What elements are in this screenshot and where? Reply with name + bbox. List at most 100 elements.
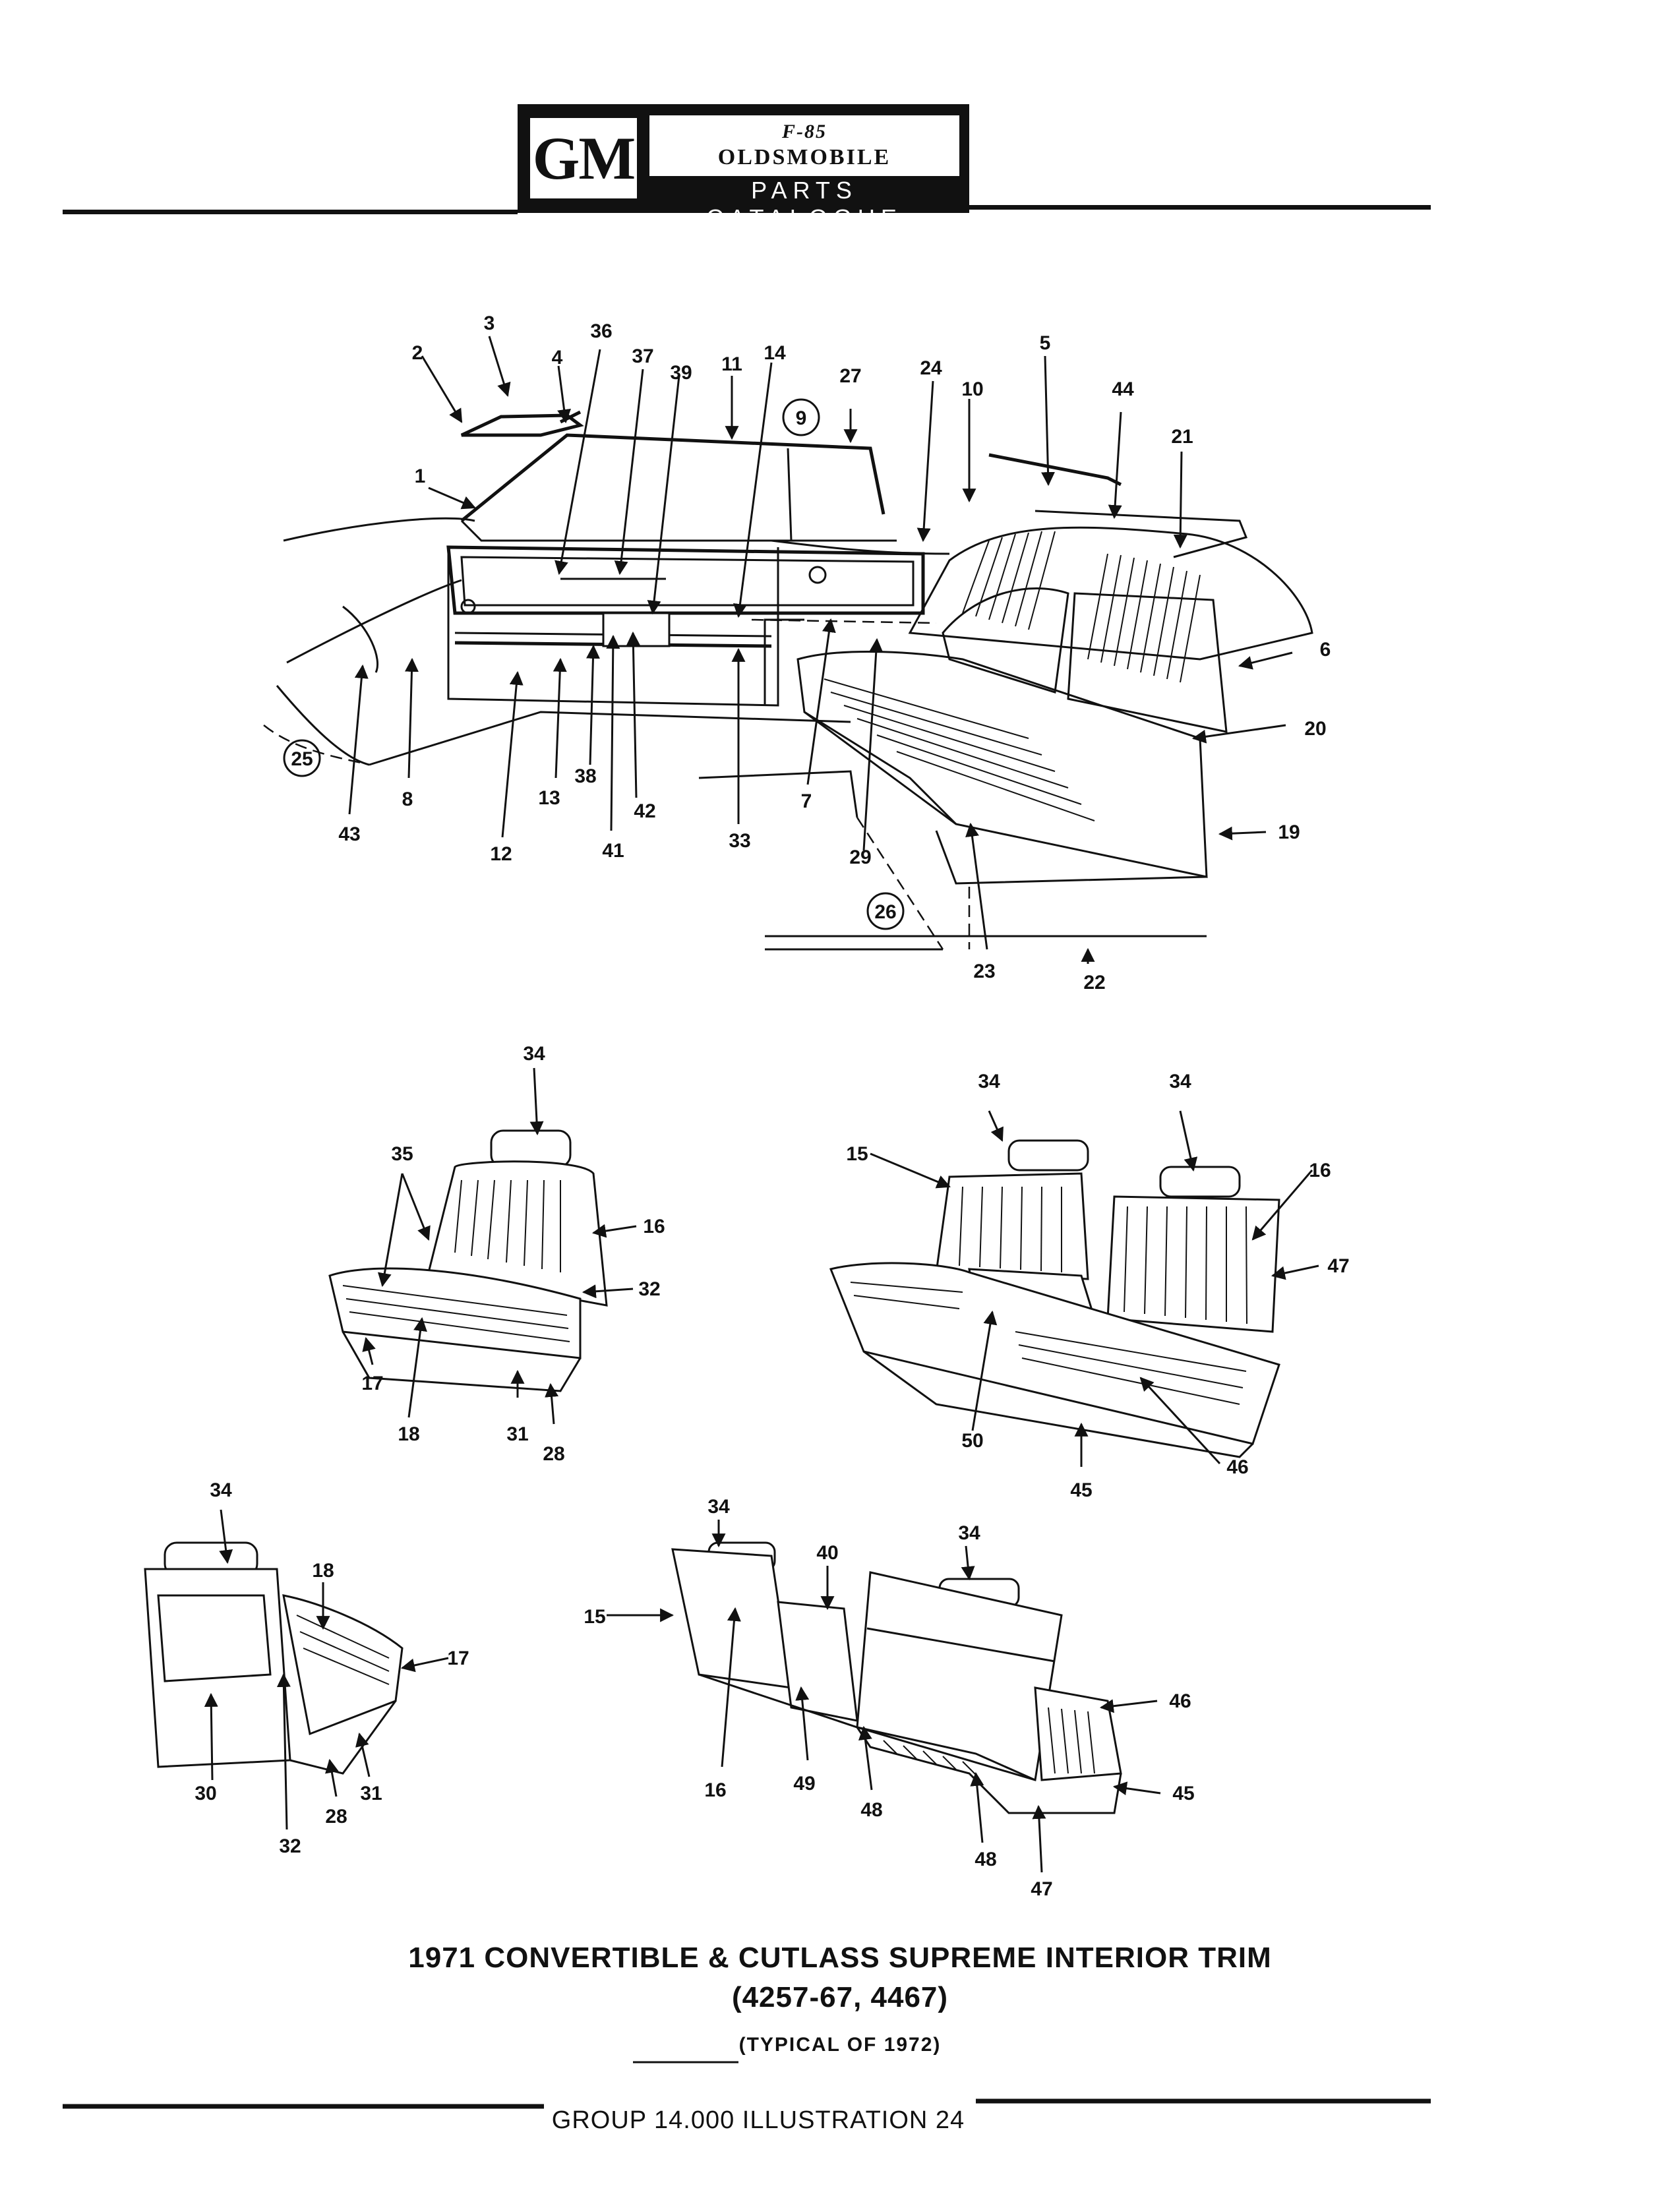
belt-line <box>460 520 897 542</box>
brand-model-mark: F-85 <box>782 121 827 142</box>
callout-17-b: 17 <box>447 1648 469 1669</box>
fold-back-left <box>671 1548 793 1689</box>
callout-27: 27 <box>839 365 861 387</box>
callout-48-a: 48 <box>860 1799 882 1821</box>
header-rule-right <box>969 205 1431 210</box>
callout-6: 6 <box>1320 639 1331 661</box>
vent-post <box>787 448 793 541</box>
quarter-dash <box>751 618 937 624</box>
quarter-top <box>771 539 950 555</box>
rear-deck <box>1035 510 1248 558</box>
top-bow <box>988 453 1122 487</box>
bench-cushion <box>829 1262 1280 1445</box>
ref-circle-9: 9 <box>782 398 820 436</box>
callout-7: 7 <box>801 790 812 812</box>
callout-38: 38 <box>574 765 596 787</box>
lock-knob <box>460 599 476 614</box>
callout-13: 13 <box>538 787 560 809</box>
callout-46-a: 46 <box>1226 1456 1248 1478</box>
callout-50: 50 <box>961 1430 983 1452</box>
bench-back-pleats <box>959 1186 1247 1324</box>
ref-circle-25-label: 25 <box>291 748 313 770</box>
callout-19: 19 <box>1278 821 1300 843</box>
callout-3: 3 <box>484 312 495 334</box>
rear-seat-right-panel <box>1067 592 1228 733</box>
callout-37: 37 <box>632 345 653 367</box>
bucket-cushion-pleats <box>342 1285 570 1342</box>
callout-23: 23 <box>973 961 995 982</box>
hood-line <box>283 517 475 542</box>
callout-15-a: 15 <box>846 1143 868 1165</box>
callout-45-a: 45 <box>1070 1479 1092 1501</box>
brand-name: OLDSMOBILE <box>717 145 891 169</box>
quarter-lower <box>764 618 804 705</box>
door-handle <box>808 566 827 584</box>
floor-line <box>369 711 851 766</box>
bucket-seat-front-view <box>328 1129 608 1392</box>
callout-10: 10 <box>961 378 983 400</box>
callout-28-b: 28 <box>325 1806 347 1827</box>
callout-36: 36 <box>590 320 612 342</box>
callout-12: 12 <box>490 843 512 865</box>
callout-4: 4 <box>552 347 563 369</box>
header-rule-left <box>63 210 518 214</box>
door-panel-inner <box>460 556 915 607</box>
bench-cushion-pleats <box>850 1282 1247 1405</box>
callout-labels: 2 3 4 1 36 37 39 11 14 27 24 10 5 44 21 … <box>195 312 1349 1900</box>
callout-48-b: 48 <box>975 1849 996 1870</box>
rear-view-seatback <box>144 1568 291 1768</box>
callout-39: 39 <box>670 362 692 384</box>
callout-34-a: 34 <box>523 1043 545 1065</box>
rear-seat-cushion <box>796 650 1208 878</box>
callout-8: 8 <box>402 788 413 810</box>
sun-visor <box>460 413 584 437</box>
bench-seat-front-view <box>829 1139 1280 1458</box>
rear-seat-back <box>908 526 1313 661</box>
bucket-base <box>342 1331 582 1392</box>
floor-tunnel <box>698 770 858 818</box>
rear-view-base <box>289 1700 397 1775</box>
callout-16-a: 16 <box>643 1216 665 1237</box>
gm-logo: GM <box>527 115 640 201</box>
callout-31-a: 31 <box>506 1423 528 1445</box>
callout-49: 49 <box>793 1773 815 1795</box>
bucket-back <box>427 1160 608 1307</box>
illustration-models: (4257-67, 4467) <box>731 1981 949 2013</box>
bucket-seat-rear-view <box>144 1541 404 1775</box>
callout-35: 35 <box>391 1143 413 1165</box>
ref-circle-9-label: 9 <box>796 407 807 429</box>
callout-34-b: 34 <box>978 1071 1000 1092</box>
rear-seat-left-panel <box>942 587 1069 694</box>
rear-seat-pleats <box>962 531 1201 683</box>
callout-32-b: 32 <box>279 1835 301 1857</box>
dash-line <box>286 579 462 664</box>
callout-20: 20 <box>1304 718 1326 740</box>
bench-headrest-left <box>1007 1139 1089 1172</box>
callout-41: 41 <box>602 840 624 862</box>
door-panel-molding <box>446 545 925 615</box>
ref-circle-25: 25 <box>283 739 321 777</box>
callout-2: 2 <box>412 342 423 364</box>
callout-28-a: 28 <box>543 1443 564 1465</box>
rear-seat-base <box>935 830 1207 885</box>
bench-back-right <box>1106 1195 1280 1333</box>
fold-base <box>856 1727 1122 1814</box>
callout-32-a: 32 <box>638 1278 660 1300</box>
bench-headrest-right <box>1159 1166 1241 1198</box>
windshield-frame <box>460 433 885 522</box>
callout-1: 1 <box>415 465 426 487</box>
leader-lines <box>204 336 1319 1873</box>
callout-22: 22 <box>1083 972 1105 994</box>
callout-21: 21 <box>1171 426 1193 448</box>
callout-34-f: 34 <box>958 1522 980 1544</box>
callout-16-b: 16 <box>1309 1160 1331 1181</box>
callout-31-b: 31 <box>360 1783 382 1804</box>
callout-45-b: 45 <box>1172 1783 1194 1804</box>
callout-34-c: 34 <box>1169 1071 1191 1092</box>
callout-18-a: 18 <box>398 1423 419 1445</box>
callout-18-b: 18 <box>312 1560 334 1582</box>
callout-44: 44 <box>1112 378 1134 400</box>
brand-subtitle: PARTS CATALOGUE <box>706 177 903 231</box>
